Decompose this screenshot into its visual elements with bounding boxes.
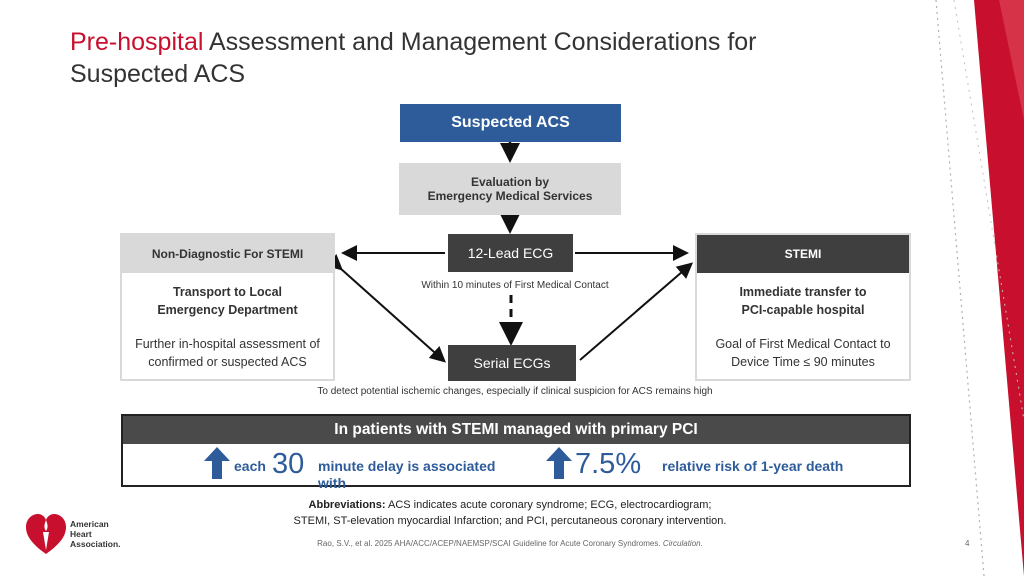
right-goal-text: Goal of First Medical Contact to Device …: [697, 335, 909, 371]
citation: Rao, S.V., et al. 2025 AHA/ACC/ACEP/NAEM…: [250, 539, 770, 548]
abbrev-text1: ACS indicates acute coronary syndrome; E…: [385, 499, 712, 511]
logo-text: American Heart Association.: [70, 519, 121, 549]
delay-line1: minute delay is associated: [318, 458, 496, 474]
non-diagnostic-panel: Non-Diagnostic For STEMI Transport to Lo…: [120, 233, 335, 381]
right-line3: Goal of First Medical Contact to: [715, 337, 891, 351]
title-line2: Suspected ACS: [70, 60, 246, 88]
logo-line3: Association.: [70, 539, 121, 549]
logo-line1: American: [70, 519, 109, 529]
decorative-stripe: [935, 0, 1024, 576]
stemi-panel: STEMI Immediate transfer to PCI-capable …: [695, 233, 911, 381]
citation-journal: Circulation.: [662, 539, 703, 548]
ems-line2: Emergency Medical Services: [427, 189, 593, 203]
right-line4: Device Time ≤ 90 minutes: [731, 355, 875, 369]
citation-text: Rao, S.V., et al. 2025 AHA/ACC/ACEP/NAEM…: [317, 539, 661, 548]
title-highlight: Pre-hospital: [70, 28, 204, 56]
each-label: each: [234, 458, 266, 474]
left-transport-text: Transport to Local Emergency Department: [122, 283, 333, 319]
page-title: Pre-hospital Assessment and Management C…: [70, 26, 870, 90]
aha-logo: American Heart Association.: [26, 514, 126, 556]
title-rest: Assessment and Management Considerations…: [208, 28, 757, 56]
delay-minutes-value: 30: [272, 448, 305, 480]
ems-evaluation-box: Evaluation by Emergency Medical Services: [399, 163, 621, 215]
ems-line1: Evaluation by: [470, 175, 550, 189]
right-line2: PCI-capable hospital: [741, 303, 865, 317]
suspected-acs-box: Suspected ACS: [400, 104, 621, 142]
up-arrow-icon: [546, 447, 572, 479]
abbrev-label: Abbreviations:: [308, 499, 386, 511]
right-line1: Immediate transfer to: [739, 285, 867, 299]
twelve-lead-ecg-box: 12-Lead ECG: [448, 234, 573, 272]
delay-line2: with: [318, 475, 346, 491]
abbrev-text2: STEMI, ST-elevation myocardial Infarctio…: [293, 515, 727, 527]
stemi-pci-box: In patients with STEMI managed with prim…: [121, 414, 911, 487]
heart-torch-icon: [26, 514, 66, 554]
abbreviations: Abbreviations: ACS indicates acute coron…: [240, 497, 780, 529]
serial-ecgs-box: Serial ECGs: [448, 345, 576, 381]
left-assessment-text: Further in-hospital assessment of confir…: [122, 335, 333, 371]
delay-text: minute delay is associated with: [318, 458, 495, 492]
non-diagnostic-header: Non-Diagnostic For STEMI: [122, 235, 333, 273]
serial-ecg-note: To detect potential ischemic changes, es…: [317, 386, 713, 397]
left-line3: Further in-hospital assessment of: [135, 337, 320, 351]
ecg-timing-note: Within 10 minutes of First Medical Conta…: [421, 280, 609, 291]
right-transfer-text: Immediate transfer to PCI-capable hospit…: [697, 283, 909, 319]
left-line1: Transport to Local: [172, 285, 283, 299]
stemi-pci-header: In patients with STEMI managed with prim…: [123, 416, 909, 444]
left-line2: Emergency Department: [157, 303, 298, 317]
page-number: 4: [965, 539, 970, 548]
logo-line2: Heart: [70, 529, 92, 539]
left-line4: confirmed or suspected ACS: [148, 355, 307, 369]
relative-risk-text: relative risk of 1-year death: [662, 458, 844, 474]
up-arrow-icon: [204, 447, 230, 479]
stemi-header: STEMI: [697, 235, 909, 273]
relative-risk-value: 7.5%: [575, 448, 642, 480]
